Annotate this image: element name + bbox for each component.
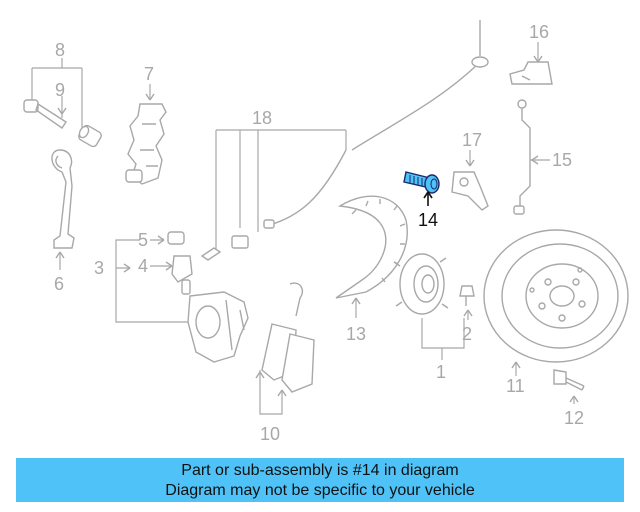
part-17-sensor-bracket: [451, 150, 489, 211]
part-3-caliper-assembly: [115, 231, 249, 363]
part-13-splash-shield: [335, 195, 408, 318]
part-18-sensor-wire: [200, 20, 489, 261]
caption-bar: Part or sub-assembly is #14 in diagram D…: [16, 458, 624, 502]
callout-6: 6: [54, 274, 64, 294]
callout-14: 14: [418, 210, 438, 230]
callout-9: 9: [55, 80, 65, 100]
part-6-hose-bracket: [51, 149, 75, 270]
callout-16: 16: [529, 22, 549, 42]
callout-7: 7: [144, 64, 154, 84]
callout-3: 3: [94, 258, 104, 278]
callout-12: 12: [564, 408, 584, 428]
callout-1: 1: [436, 362, 446, 382]
callout-13: 13: [346, 324, 366, 344]
callout-4: 4: [138, 256, 148, 276]
part-2-hub-bolt: [459, 285, 475, 320]
part-7-caliper-carrier: [125, 84, 167, 185]
part-12-wheel-bolt: [553, 369, 585, 404]
callout-8: 8: [55, 40, 65, 60]
callout-2: 2: [462, 324, 472, 344]
part-8-9-guide-pin-group: [23, 58, 102, 148]
part-16-bracket: [509, 42, 553, 85]
caption-line-1: Part or sub-assembly is #14 in diagram: [181, 462, 459, 479]
callout-10: 10: [260, 424, 280, 444]
caption-line-2: Diagram may not be specific to your vehi…: [165, 482, 475, 499]
callout-17: 17: [462, 130, 482, 150]
callout-5: 5: [138, 230, 148, 250]
part-11-brake-rotor: [483, 229, 629, 376]
part-1-wheel-hub: [393, 253, 465, 360]
callout-18: 18: [252, 108, 272, 128]
callout-11: 11: [506, 376, 525, 396]
part-10-brake-pads: [255, 282, 315, 415]
part-15-wear-sensor: [513, 99, 550, 215]
part-14-bolt-highlighted: [403, 171, 440, 206]
callout-15: 15: [552, 150, 572, 170]
